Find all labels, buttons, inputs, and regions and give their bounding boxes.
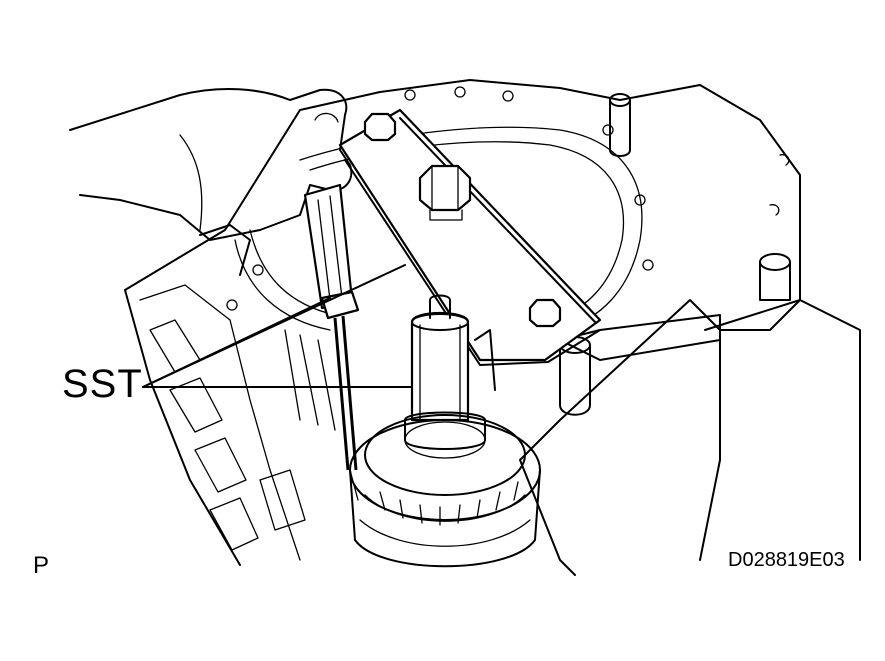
sst-leader-lines: [142, 264, 413, 388]
clutch-drum-assembly: [349, 411, 541, 568]
transmission-case: [124, 79, 801, 576]
sst-bracket-plate: [338, 108, 602, 366]
sst-callout-label: SST: [62, 362, 143, 406]
screwdriver: [303, 183, 360, 501]
hand-and-arm: [69, 88, 353, 276]
view-marker-label: P: [33, 552, 50, 579]
figure-code-label: D028819E03: [728, 549, 845, 571]
right-side-studs: [559, 93, 861, 561]
sst-shaft: [410, 294, 496, 422]
